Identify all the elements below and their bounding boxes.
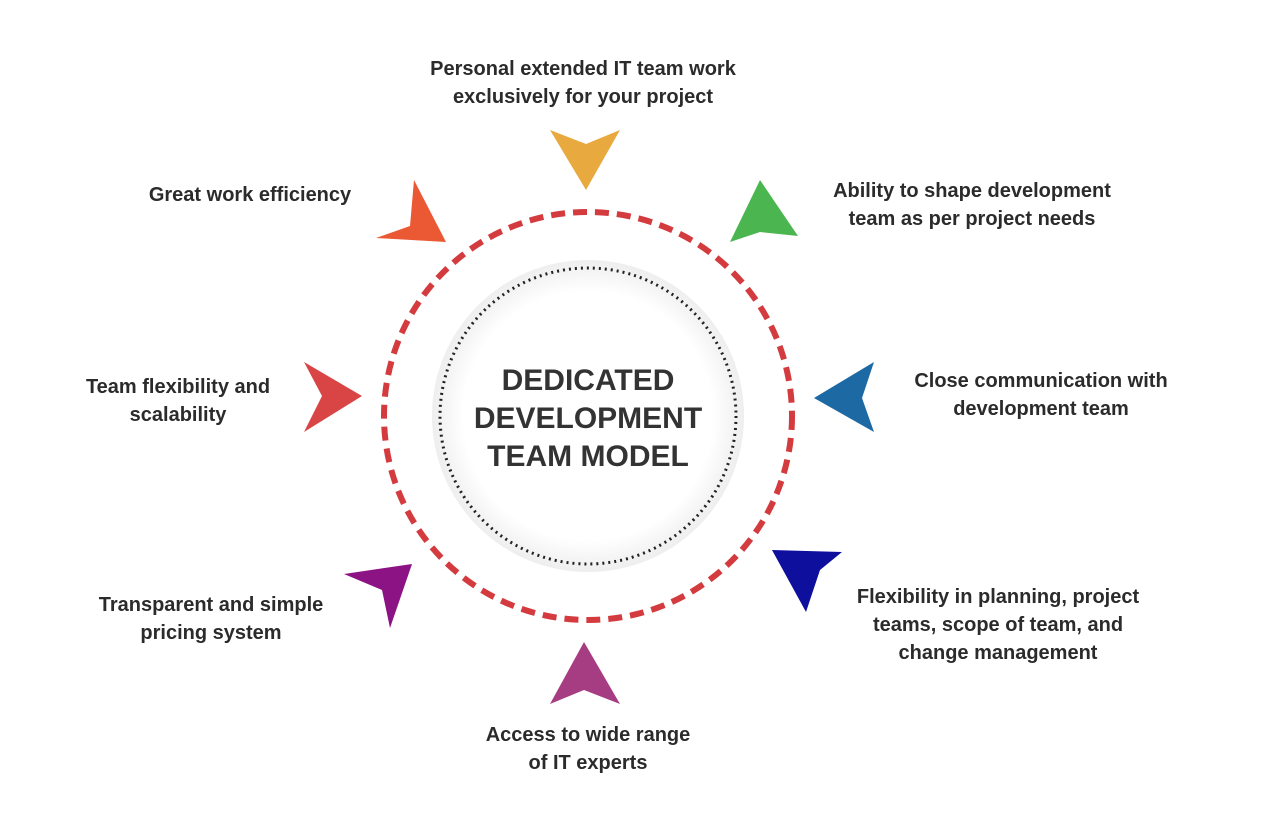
benefit-line: Team flexibility and — [85, 376, 271, 398]
benefit-line: Close communication with — [914, 370, 1168, 392]
benefit-line: Great work efficiency — [148, 184, 352, 206]
benefit-it-experts-label: Access to wide range of IT experts — [436, 721, 740, 777]
center-disc — [432, 260, 744, 572]
center-title-line: TEAM MODEL — [487, 440, 689, 473]
benefit-line: development team — [953, 398, 1129, 420]
benefit-line: Personal extended IT team work — [430, 58, 736, 80]
arrow-pointer-icon-work-efficiency — [376, 180, 446, 242]
benefit-work-efficiency-label: Great work efficiency — [118, 181, 382, 209]
benefit-shape-team-label: Ability to shape development team as per… — [800, 177, 1144, 233]
benefit-line: scalability — [129, 404, 227, 426]
benefit-personal-team-label: Personal extended IT team work exclusive… — [380, 55, 786, 111]
benefit-line: Transparent and simple — [98, 594, 324, 616]
benefit-line: pricing system — [140, 622, 282, 644]
arrow-pointer-icon-communication — [814, 362, 874, 432]
dotted-inner-ring — [438, 266, 738, 566]
benefit-flexibility-planning-label: Flexibility in planning, project teams, … — [826, 583, 1170, 667]
benefit-line: change management — [898, 642, 1098, 664]
arrow-pointer-icon-team-flexibility — [304, 362, 362, 432]
benefit-line: team as per project needs — [848, 208, 1096, 230]
dashed-outer-ring — [381, 209, 795, 623]
center-title-line: DEDICATED — [501, 364, 675, 397]
benefit-line: Ability to shape development — [833, 180, 1111, 202]
arrow-pointer-icon-pricing — [344, 564, 412, 628]
benefit-line: Flexibility in planning, project — [856, 586, 1140, 608]
center-title: DEDICATED DEVELOPMENT TEAM MODEL — [438, 362, 738, 476]
arrow-pointer-icon-it-experts — [550, 642, 620, 704]
arrow-pointer-icon-shape-team — [730, 180, 798, 242]
benefit-line: teams, scope of team, and — [872, 614, 1124, 636]
benefit-line: Access to wide range — [485, 724, 691, 746]
arrow-pointer-icon-flexibility-planning — [772, 550, 842, 612]
arrow-pointer-icon-personal-team — [550, 130, 620, 190]
center-title-line: DEVELOPMENT — [473, 402, 703, 435]
benefit-line: exclusively for your project — [452, 86, 714, 108]
benefit-line: of IT experts — [528, 752, 648, 774]
benefit-team-flexibility-label: Team flexibility and scalability — [56, 373, 300, 429]
benefit-pricing-label: Transparent and simple pricing system — [66, 591, 356, 647]
benefit-communication-label: Close communication with development tea… — [886, 367, 1196, 423]
